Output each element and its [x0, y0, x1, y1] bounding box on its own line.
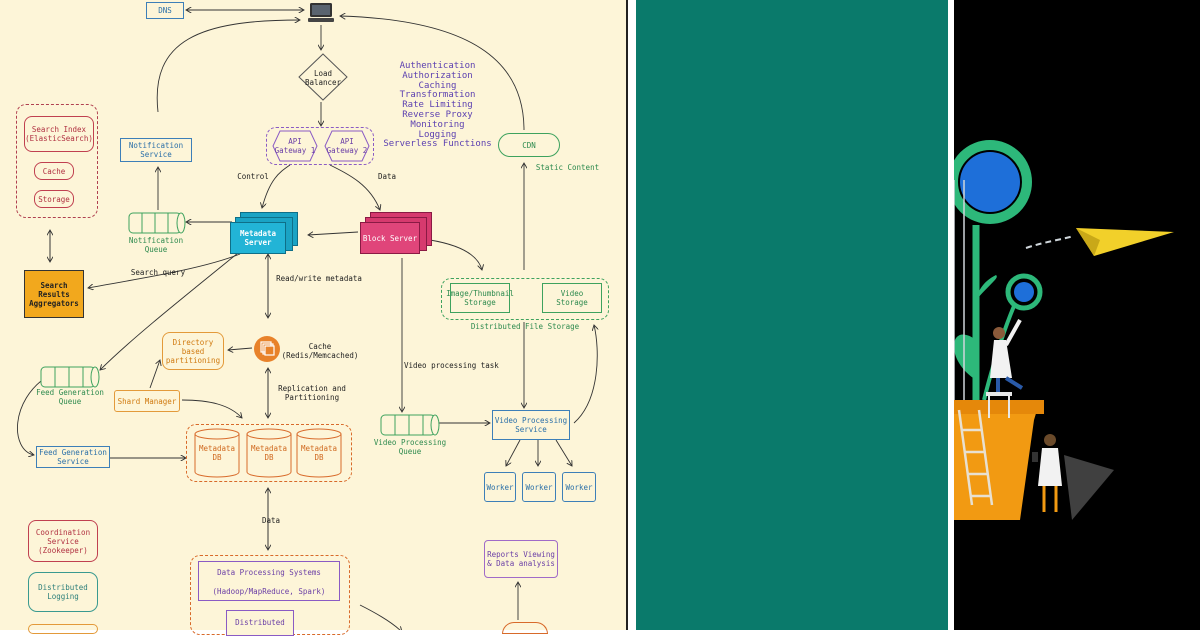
- directory-partitioning-node: Directory based partitioning: [162, 332, 224, 370]
- hadoop-label: (Hadoop/MapReduce, Spark): [212, 587, 326, 596]
- coordination-service-node: Coordination Service (Zookeeper): [28, 520, 98, 562]
- api-gateway-group: [266, 127, 374, 165]
- metadata-db-1: Metadata DB: [194, 428, 240, 478]
- load-balancer-label: Load Balancer: [304, 69, 342, 87]
- distributed-file-storage-label: Distributed File Storage: [470, 322, 580, 331]
- reports-viewing-node: Reports Viewing & Data analysis: [484, 540, 558, 578]
- search-cluster-group: [16, 104, 98, 218]
- feature-item: Serverless Functions: [383, 139, 492, 150]
- feature-item: Authentication: [399, 61, 476, 71]
- cache-small-node: Cache: [34, 162, 74, 180]
- image-thumbnail-storage-node: Image/Thumbnail Storage: [446, 283, 514, 313]
- shard-manager-node: Shard Manager: [114, 390, 180, 412]
- worker-node-2: Worker: [522, 472, 556, 502]
- feed-generation-queue-label: Feed Generation Queue: [36, 388, 104, 406]
- divider-gap-2: [948, 0, 954, 630]
- static-content-label: Static Content: [535, 163, 600, 172]
- metadata-db-3: Metadata DB: [296, 428, 342, 478]
- architecture-diagram: DNS Load Balancer Authentication Authori…: [0, 0, 628, 636]
- feature-item: Monitoring: [410, 119, 465, 130]
- api-gateway-1: API Gateway 1: [272, 130, 318, 162]
- data-processing-systems-label: Data Processing Systems: [217, 568, 321, 577]
- replication-partitioning-label: Replication and Partitioning: [278, 384, 346, 402]
- notification-queue-icon: [128, 212, 186, 234]
- block-server-node: Block Server: [360, 212, 432, 254]
- feature-item: Transformation: [399, 90, 476, 101]
- partial-db-bottom-right: [502, 622, 548, 634]
- distributed-logging-node: Distributed Logging: [28, 572, 98, 612]
- illustration-panel: [954, 0, 1200, 630]
- metadata-db-group: [186, 424, 352, 482]
- feature-item: Rate Limiting: [402, 100, 473, 111]
- worker-node-1: Worker: [484, 472, 516, 502]
- api-gateway-2-label: API Gateway 2: [326, 137, 368, 155]
- control-label: Control: [237, 172, 269, 181]
- feature-item: Reverse Proxy: [402, 109, 473, 120]
- distributed-partial-node: Distributed: [226, 610, 294, 636]
- dns-node: DNS: [146, 2, 184, 19]
- metadata-db-label: Metadata DB: [250, 444, 288, 462]
- metadata-db-label: Metadata DB: [300, 444, 338, 462]
- data-label-top: Data: [377, 172, 397, 181]
- search-index-node: Search Index (ElasticSearch): [24, 116, 94, 152]
- metadata-db-2: Metadata DB: [246, 428, 292, 478]
- feature-item: Caching: [418, 80, 457, 91]
- data-processing-systems-node: Data Processing Systems (Hadoop/MapReduc…: [198, 561, 340, 601]
- plant-scientists-illustration: [954, 140, 1174, 520]
- metadata-server-label: Metadata Server: [230, 222, 286, 254]
- block-server-label: Block Server: [360, 222, 420, 254]
- divider-gap: [628, 0, 636, 630]
- video-processing-queue-icon: [380, 414, 440, 436]
- data-label-bottom: Data: [261, 516, 281, 525]
- partial-node-bottom-left: [28, 624, 98, 634]
- feature-item: Authorization: [402, 70, 473, 81]
- storage-small-node: Storage: [34, 190, 74, 208]
- metadata-db-label: Metadata DB: [198, 444, 236, 462]
- diagram-connectors: [17, 0, 628, 630]
- api-gateway-2: API Gateway 2: [324, 130, 370, 162]
- search-results-aggregators-node: Search Results Aggregators: [24, 270, 84, 318]
- dfs-group: [441, 278, 609, 320]
- teal-panel: [636, 0, 948, 630]
- load-balancer-node: Load Balancer: [297, 52, 349, 102]
- api-gateway-1-label: API Gateway 1: [274, 137, 316, 155]
- notification-service-node: Notification Service: [120, 138, 192, 162]
- notification-queue-label: Notification Queue: [128, 236, 184, 254]
- video-processing-queue-label: Video Processing Queue: [373, 438, 447, 456]
- read-write-metadata-label: Read/write metadata: [276, 274, 362, 283]
- video-storage-node: Video Storage: [542, 283, 602, 313]
- worker-node-3: Worker: [562, 472, 596, 502]
- cache-redis-icon: [253, 335, 281, 363]
- distributed-partial-label: Distributed: [235, 618, 285, 627]
- gateway-features-list: Authentication Authorization Caching Tra…: [380, 61, 495, 150]
- cache-redis-label: Cache (Redis/Memcached): [281, 342, 359, 360]
- cdn-node: CDN: [498, 133, 560, 157]
- feed-generation-service-node: Feed Generation Service: [36, 446, 110, 468]
- video-processing-service-node: Video Processing Service: [492, 410, 570, 440]
- video-processing-task-label: Video processing task: [404, 361, 499, 370]
- metadata-server-node: Metadata Server: [230, 212, 298, 254]
- search-query-label: Search query: [130, 268, 186, 277]
- client-computer-icon: [307, 2, 335, 24]
- feed-generation-queue-icon: [40, 366, 100, 388]
- feature-item: Logging: [418, 129, 457, 140]
